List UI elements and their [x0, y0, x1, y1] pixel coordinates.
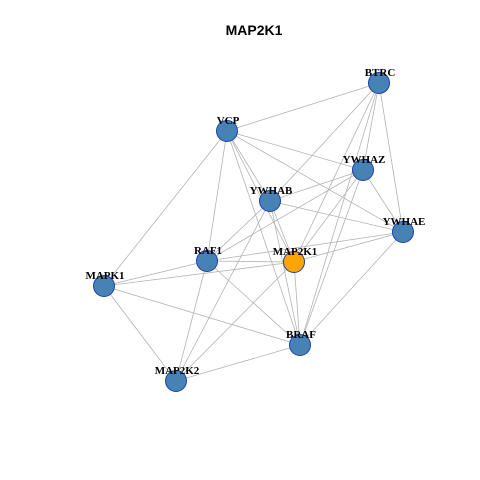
node-label-vcp: VCP [217, 115, 240, 127]
edge-vcp-mapk1 [103, 130, 228, 287]
edge-mapk1-braf [103, 285, 301, 346]
edge-ywhae-braf [299, 231, 404, 346]
edge-ywhaz-raf1 [206, 169, 364, 262]
edge-vcp-raf1 [206, 130, 228, 262]
edge-vcp-ywhab [226, 130, 271, 202]
edge-ywhab-raf1 [206, 200, 271, 262]
node-btrc [368, 72, 390, 94]
edge-mapk1-map2k2 [103, 285, 177, 382]
node-ywhab [259, 190, 281, 212]
edge-map2k1-braf [293, 261, 301, 346]
edge-vcp-braf [226, 130, 301, 346]
node-label-braf: BRAF [286, 329, 316, 341]
edge-raf1-map2k2 [175, 260, 208, 382]
edge-btrc-ywhaz [362, 82, 380, 171]
edge-ywhae-map2k1 [293, 231, 404, 263]
node-vcp [216, 120, 238, 142]
edge-ywhaz-ywhae [362, 169, 404, 233]
node-braf [289, 334, 311, 356]
edge-ywhab-braf [269, 200, 301, 346]
node-layer [93, 72, 414, 392]
node-raf1 [196, 250, 218, 272]
edge-raf1-mapk1 [103, 260, 208, 287]
node-label-mapk1: MAPK1 [85, 270, 124, 282]
node-map2k2 [165, 370, 187, 392]
edge-btrc-ywhab [269, 82, 380, 202]
edge-btrc-ywhae [378, 82, 404, 233]
edge-btrc-braf [299, 82, 380, 346]
node-label-map2k2: MAP2K2 [155, 365, 200, 377]
node-map2k1 [283, 251, 305, 273]
edge-vcp-ywhaz [226, 130, 364, 171]
diagram-title: MAP2K1 [226, 22, 283, 38]
node-label-btrc: BTRC [365, 67, 396, 79]
node-ywhaz [352, 159, 374, 181]
edge-ywhab-ywhae [269, 200, 404, 233]
node-label-ywhaz: YWHAZ [343, 154, 386, 166]
node-label-ywhae: YWHAE [383, 216, 426, 228]
edge-btrc-vcp [226, 82, 380, 132]
edge-ywhaz-braf [299, 169, 364, 346]
edge-ywhae-raf1 [206, 231, 404, 262]
node-mapk1 [93, 275, 115, 297]
edge-raf1-map2k1 [206, 260, 295, 263]
node-label-map2k1: MAP2K1 [273, 246, 318, 258]
node-ywhae [392, 221, 414, 243]
edge-ywhab-map2k2 [175, 200, 271, 382]
edge-map2k1-map2k2 [175, 261, 295, 382]
node-label-ywhab: YWHAB [250, 185, 293, 197]
edge-layer [103, 82, 404, 382]
node-label-raf1: RAF1 [194, 245, 222, 257]
edge-btrc-map2k1 [293, 82, 380, 263]
edge-map2k1-mapk1 [103, 261, 295, 287]
edge-vcp-ywhae [226, 130, 404, 233]
label-layer: BTRC VCP YWHAZ YWHAB YWHAE RAF1 MAP2K1MAPK1BRA… [85, 67, 425, 377]
edge-braf-map2k2 [175, 344, 301, 382]
edge-ywhaz-ywhab [269, 169, 364, 202]
